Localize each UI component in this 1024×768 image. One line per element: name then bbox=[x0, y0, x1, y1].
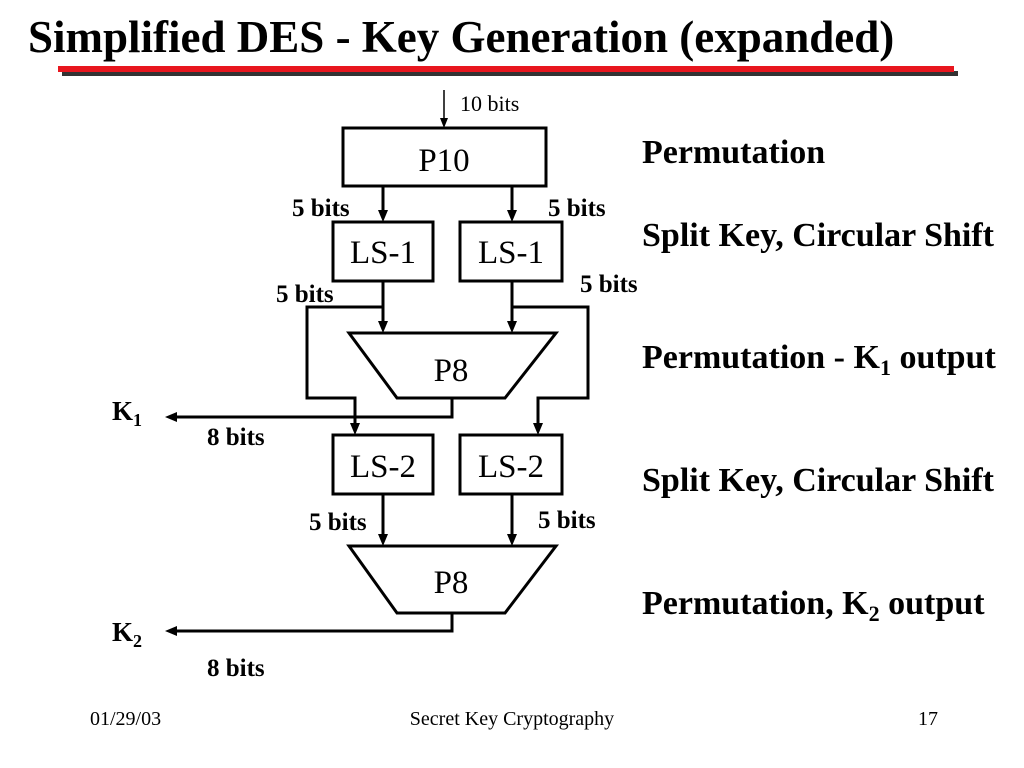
k1-name: K bbox=[112, 396, 133, 426]
step-annotations: Permutation Split Key, Circular Shift Pe… bbox=[642, 134, 997, 626]
bits-label-ls2-right: 5 bits bbox=[538, 507, 596, 534]
footer-page-number: 17 bbox=[918, 708, 938, 730]
ls2-left-label: LS-2 bbox=[350, 449, 416, 485]
p8-second-trapezoid bbox=[346, 544, 560, 615]
k1-bits-label: 8 bits bbox=[207, 424, 265, 451]
ls1-left-label: LS-1 bbox=[350, 235, 416, 271]
annotation-k1-subscript: 1 bbox=[880, 355, 891, 380]
annotation-k2-suffix: output bbox=[880, 585, 986, 622]
ls2-right-label: LS-2 bbox=[478, 449, 544, 485]
p8-first-block: P8 bbox=[346, 331, 560, 400]
ls1-right-box bbox=[458, 220, 564, 283]
p10-block: P10 bbox=[341, 126, 548, 188]
title-area: Simplified DES - Key Generation (expande… bbox=[28, 12, 958, 76]
annotation-k1-output: Permutation - K1 output bbox=[642, 339, 997, 380]
bits-label-ls1-right: 5 bits bbox=[580, 271, 638, 298]
ls1-outputs: 5 bits 5 bits bbox=[276, 271, 638, 435]
p10-box bbox=[341, 126, 548, 188]
ls1-left-block: LS-1 bbox=[331, 220, 435, 283]
bits-label-ls2-left: 5 bits bbox=[309, 509, 367, 536]
annotation-split-shift-1: Split Key, Circular Shift bbox=[642, 217, 995, 254]
key-generation-diagram: 10 bits P10 5 bits 5 bits LS-1 LS-1 bbox=[112, 90, 638, 682]
bits-label-ls1-left: 5 bits bbox=[276, 281, 334, 308]
slide-title: Simplified DES - Key Generation (expande… bbox=[28, 12, 894, 62]
k2-bits-label: 8 bits bbox=[207, 655, 265, 682]
slide-footer: 01/29/03 Secret Key Cryptography 17 bbox=[90, 708, 938, 730]
arrow-ls1-right-to-ls2-right bbox=[512, 305, 590, 435]
ls2-left-block: LS-2 bbox=[331, 433, 435, 496]
bits-label-p10-left: 5 bits bbox=[292, 195, 350, 222]
bits-label-p10-right: 5 bits bbox=[548, 195, 606, 222]
title-rule bbox=[58, 66, 954, 72]
ls1-right-block: LS-1 bbox=[458, 220, 564, 283]
annotation-k1-prefix: Permutation - K bbox=[642, 339, 881, 376]
annotation-k1-suffix: output bbox=[891, 339, 997, 376]
ls2-outputs: 5 bits 5 bits bbox=[309, 494, 596, 546]
ls2-right-block: LS-2 bbox=[458, 433, 564, 496]
k1-output: K1 8 bits bbox=[112, 396, 454, 451]
arrow-p8-to-k1 bbox=[165, 398, 454, 422]
p8-second-label: P8 bbox=[434, 565, 469, 601]
key-input: 10 bits bbox=[440, 90, 519, 128]
footer-presentation-title: Secret Key Cryptography bbox=[410, 708, 614, 730]
p10-label: P10 bbox=[418, 143, 469, 179]
title-rule-shadow bbox=[62, 71, 958, 76]
annotation-split-shift-2: Split Key, Circular Shift bbox=[642, 462, 995, 499]
k2-subscript: 2 bbox=[133, 631, 142, 651]
k2-label: K2 bbox=[112, 617, 142, 651]
k2-output: K2 8 bits bbox=[112, 613, 454, 682]
annotation-k2-subscript: 2 bbox=[869, 601, 880, 626]
p8-second-block: P8 bbox=[346, 544, 560, 615]
p8-first-label: P8 bbox=[434, 353, 469, 389]
annotation-k2-prefix: Permutation, K bbox=[642, 585, 869, 622]
k2-name: K bbox=[112, 617, 133, 647]
k1-label: K1 bbox=[112, 396, 142, 430]
footer-date: 01/29/03 bbox=[90, 708, 161, 730]
annotation-permutation: Permutation bbox=[642, 134, 825, 171]
p10-outputs: 5 bits 5 bits bbox=[292, 186, 606, 222]
annotation-k2-output: Permutation, K2 output bbox=[642, 585, 985, 626]
arrow-ls1-left-to-ls2-left bbox=[305, 305, 383, 435]
ls1-left-box bbox=[331, 220, 435, 283]
ls1-right-label: LS-1 bbox=[478, 235, 544, 271]
k1-subscript: 1 bbox=[133, 410, 142, 430]
p8-first-trapezoid bbox=[346, 331, 560, 400]
key-input-label: 10 bits bbox=[460, 91, 519, 116]
ls2-right-box bbox=[458, 433, 564, 496]
arrow-p8-to-k2 bbox=[165, 613, 454, 636]
